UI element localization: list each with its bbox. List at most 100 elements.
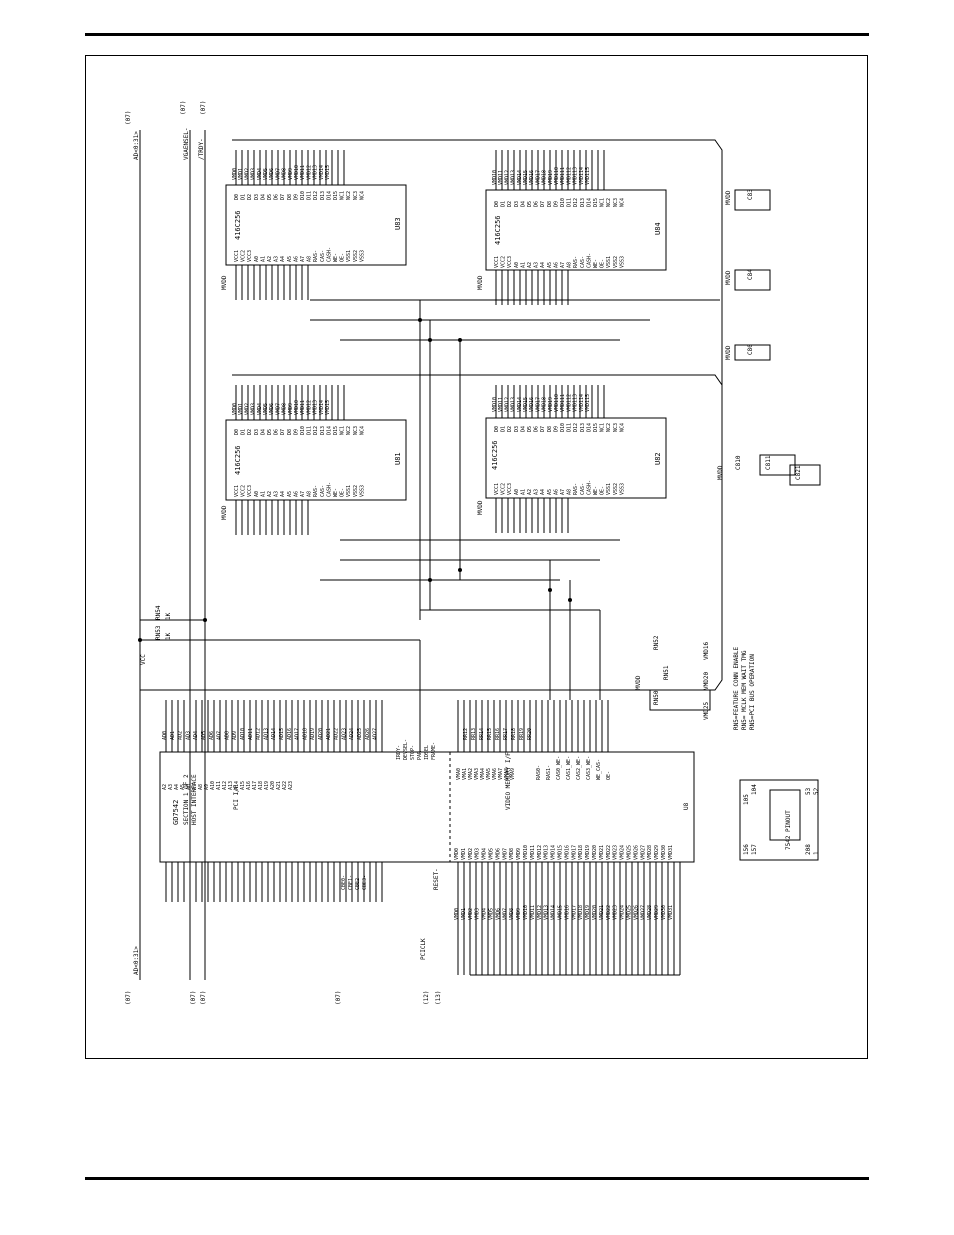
rn50-label: RN50 xyxy=(653,690,660,705)
pinout-chip xyxy=(769,789,801,841)
ram-pin-label: CAS- xyxy=(580,256,586,268)
vmd-net-label: VMD15 xyxy=(523,397,529,412)
chip-u8-body xyxy=(159,751,695,863)
mvdd-label-1: MVDD xyxy=(221,275,228,290)
ram-pin-label: D12 xyxy=(573,423,579,432)
ram-pin-label: D3 xyxy=(254,194,260,200)
u8-vma-pin-label: VMA7 xyxy=(498,768,504,780)
mvdd-label-8: MVDD xyxy=(717,465,724,480)
vmd-net-label: VMD16 xyxy=(529,397,535,412)
ram-pin-label: CASH- xyxy=(586,253,592,268)
ram-pin-label: A6 xyxy=(293,491,299,497)
ram-pin-label: D4 xyxy=(260,429,266,435)
u8-vmd-pin-label: VMD8 xyxy=(509,848,515,860)
u8-vmd-pin-label: VMD20 xyxy=(592,845,598,860)
ram-pin-label: NC2 xyxy=(346,426,352,435)
u8-ad-pin-label: AD24 xyxy=(349,728,355,740)
ram-pin-label: VSS2 xyxy=(613,256,619,268)
vmd-net-label: VMD112 xyxy=(566,167,572,185)
ram-pin-label: D13 xyxy=(320,426,326,435)
u8-vmd-net-label: VMD5 xyxy=(489,908,495,920)
ram-pin-label: A8 xyxy=(567,262,573,268)
vmd-net-label: VMD114 xyxy=(579,394,585,412)
ram-pin-label: D4 xyxy=(520,426,526,432)
ram-pin-label: VSS3 xyxy=(359,250,365,262)
ram-pin-label: CASH- xyxy=(326,482,332,497)
ram-pin-label: D15 xyxy=(593,198,599,207)
ram-pin-label: A2 xyxy=(267,491,273,497)
u8-vmd-net-label: VMD6 xyxy=(495,908,501,920)
junction-dots xyxy=(138,318,572,642)
vmd-net-label: VMD12 xyxy=(306,400,312,415)
cap-c821 xyxy=(789,464,821,486)
u8-ctrl-pin-label: CAS3_WE- xyxy=(586,756,592,780)
u8-host-pin-label: A22 xyxy=(282,781,288,790)
u8-vmd-pin-label: VMD9 xyxy=(516,848,522,860)
mvdd-label-6: MVDD xyxy=(725,270,732,285)
u8-vmd-pin-label: VMD3 xyxy=(475,848,481,860)
pci-ctrl-pin-label: FRAME- xyxy=(431,742,437,760)
ram-pin-label: NC1 xyxy=(600,198,606,207)
trdy-label: /TRDY- xyxy=(198,138,205,160)
pin-104: 104 xyxy=(751,784,758,795)
u8-ad-pin-label: AD10 xyxy=(240,728,246,740)
ram-pin-label: VSS2 xyxy=(353,485,359,497)
vmd-net-label: VMD15 xyxy=(523,170,529,185)
ram-pin-label: RAS- xyxy=(573,256,579,268)
u8-ad-pin-label: AD22 xyxy=(334,728,340,740)
ram-pin-label: A8 xyxy=(307,256,313,262)
ram-pin-label: D3 xyxy=(254,429,260,435)
ram-pin-label: D13 xyxy=(580,198,586,207)
ram-pin-label: D2 xyxy=(507,201,513,207)
ram-pin-label: A7 xyxy=(300,256,306,262)
vmd-net-label: VMD2 xyxy=(244,168,250,180)
u8-vmd-net-label: VMD22 xyxy=(606,905,612,920)
pin-1: 1 xyxy=(813,851,820,855)
u8-vmd-pin-label: VMD2 xyxy=(468,848,474,860)
u8-ad-pin-label: AD2 xyxy=(178,731,184,740)
rr-resistor-label: RR17 xyxy=(503,728,509,740)
rr-resistor-label: RR20 xyxy=(527,728,533,740)
ram-pin-label: A3 xyxy=(534,489,540,495)
rn5-note-a: RN5= MCLK MEM WAIT TMG xyxy=(741,650,748,730)
ram-pin-label: D1 xyxy=(241,194,247,200)
vmd-net-label: VMD0 xyxy=(232,168,238,180)
u8-host-pin-label: A4 xyxy=(174,784,180,790)
u8-vmd-net-label: VMD18 xyxy=(578,905,584,920)
ram-pin-label: A6 xyxy=(293,256,299,262)
u8-vmd-net-label: VMD21 xyxy=(599,905,605,920)
reset-label: RESET- xyxy=(433,868,440,890)
u8-vmd-net-label: VMD7 xyxy=(502,908,508,920)
mvdd-label-7: MVDD xyxy=(725,345,732,360)
ram-pin-label: D6 xyxy=(534,201,540,207)
u8-vmd-pin-label: VMD11 xyxy=(530,845,536,860)
u8-vmd-net-label: VMD19 xyxy=(585,905,591,920)
vmd-net-label: VMD8 xyxy=(282,168,288,180)
vcc-label: VCC xyxy=(140,654,147,665)
ram-pin-label: A6 xyxy=(553,489,559,495)
u8-vmd-pin-label: VMD28 xyxy=(647,845,653,860)
bottom-rule xyxy=(85,1177,869,1180)
u8-host-pin-label: A3 xyxy=(168,784,174,790)
u8-host-pin-label: A2 xyxy=(162,784,168,790)
vmd-net-label: VMD110 xyxy=(554,394,560,412)
vmd-net-label: VMD13 xyxy=(511,397,517,412)
ram-pin-label: D6 xyxy=(274,429,280,435)
u8-vmd-pin-label: VMD19 xyxy=(585,845,591,860)
vmd-net-label: VMD12 xyxy=(504,397,510,412)
u83-part: 416C256 xyxy=(234,210,242,240)
ram-pin-label: D7 xyxy=(280,194,286,200)
c811-label: C811 xyxy=(765,455,772,470)
u8-vmd-pin-label: VMD30 xyxy=(661,845,667,860)
ram-pin-label: WE- xyxy=(593,486,599,495)
ram-pin-label: A7 xyxy=(300,491,306,497)
ram-pin-label: D8 xyxy=(287,194,293,200)
ram-pin-label: A3 xyxy=(274,256,280,262)
pci-ctrl-pin-label: PAR xyxy=(417,750,423,760)
ram-pin-label: D12 xyxy=(573,198,579,207)
u8-ad-pin-label: AD5 xyxy=(201,731,207,740)
u8-host-pin-label: A14 xyxy=(234,781,240,790)
u8-vmd-net-label: VMD16 xyxy=(564,905,570,920)
ram-pin-label: D5 xyxy=(267,429,273,435)
ram-pin-label: A5 xyxy=(547,262,553,268)
